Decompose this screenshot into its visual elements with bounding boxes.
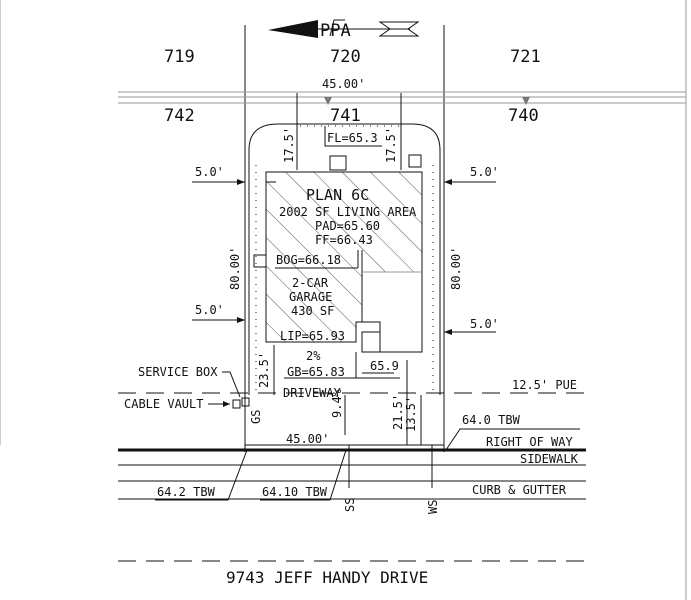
living-area: 2002 SF LIVING AREA <box>279 205 417 219</box>
garage-area: 430 SF <box>291 304 334 318</box>
dim-slope: 9.4% <box>330 388 344 418</box>
bog-elevation: BOG=66.18 <box>276 253 341 267</box>
lot-740: 740 <box>508 106 539 126</box>
ws-label: WS <box>426 500 440 514</box>
bump-right <box>408 154 422 168</box>
cable-vault-arrow <box>223 401 230 407</box>
driveway-edge <box>355 352 400 379</box>
north-arrow: PPA <box>268 19 420 41</box>
pad-elevation: PAD=65.60 <box>315 219 380 233</box>
rear-marker-right <box>522 97 530 105</box>
driveway-label: DRIVEWAY <box>283 386 342 400</box>
driveway-elevation: 65.9 <box>370 359 399 373</box>
lot-720: 720 <box>330 47 361 67</box>
right-of-way: RIGHT OF WAY <box>486 435 573 449</box>
curb-gutter-label: CURB & GUTTER <box>472 483 567 497</box>
dim-width-top: 45.00' <box>322 77 365 91</box>
gb-elevation: GB=65.83 <box>287 365 345 379</box>
lot-721: 721 <box>510 47 541 67</box>
cable-vault-symbol <box>232 399 241 409</box>
tbw-right-leader <box>445 428 580 451</box>
setback-envelope <box>248 123 441 395</box>
cable-vault-label: CABLE VAULT <box>124 397 203 411</box>
garage-line-2: GARAGE <box>289 290 332 304</box>
dim-setback-row-1: 21.5' <box>391 394 405 430</box>
side-setback-arrows <box>192 179 496 335</box>
dim-side-right-top: 5.0' <box>470 165 499 179</box>
dim-setback-front-left: 17.5' <box>282 127 296 163</box>
driveway-slope: 2% <box>306 349 321 363</box>
dim-side-left-top: 5.0' <box>195 165 224 179</box>
street-name: 9743 JEFF HANDY DRIVE <box>226 568 428 587</box>
dim-side-right-bottom: 5.0' <box>470 317 499 331</box>
dim-setback-front-right: 17.5' <box>384 127 398 163</box>
fl-elevation: FL=65.3 <box>327 131 378 145</box>
service-box-leader <box>222 371 241 398</box>
lot-742: 742 <box>164 106 195 126</box>
garage-line-1: 2-CAR <box>292 276 329 290</box>
ss-label: SS <box>343 498 357 512</box>
dim-width-bottom: 45.00' <box>286 432 329 446</box>
tbw-mid: 64.10 TBW <box>262 485 328 499</box>
tbw-left: 64.2 TBW <box>157 485 216 499</box>
dim-side-left-bottom: 5.0' <box>195 303 224 317</box>
lot-741: 741 <box>330 106 361 126</box>
tbw-right: 64.0 TBW <box>462 413 521 427</box>
service-box-label: SERVICE BOX <box>138 365 218 379</box>
gs-label: GS <box>249 410 263 424</box>
tbw-mid-leader <box>260 449 347 501</box>
lot-719: 719 <box>164 47 195 67</box>
service-box-symbol <box>241 397 250 407</box>
plan-name: PLAN 6C <box>306 186 369 204</box>
lip-elevation: LIP=65.93 <box>280 329 345 343</box>
fl-leader <box>324 126 382 147</box>
rear-marker-left <box>324 97 332 105</box>
dim-driveway-length: 23.5' <box>257 352 271 388</box>
dim-setback-row-2: 13.5' <box>404 396 418 432</box>
tbw-left-leader <box>155 449 248 501</box>
north-arrow-label: PPA <box>320 21 351 41</box>
dim-depth-right: 80.00' <box>449 247 463 290</box>
pue-label: 12.5' PUE <box>512 378 577 392</box>
bump-front <box>329 155 347 171</box>
dim-depth-left: 80.00' <box>228 247 242 290</box>
ff-elevation: FF=66.43 <box>315 233 373 247</box>
sidewalk-label: SIDEWALK <box>520 452 579 466</box>
